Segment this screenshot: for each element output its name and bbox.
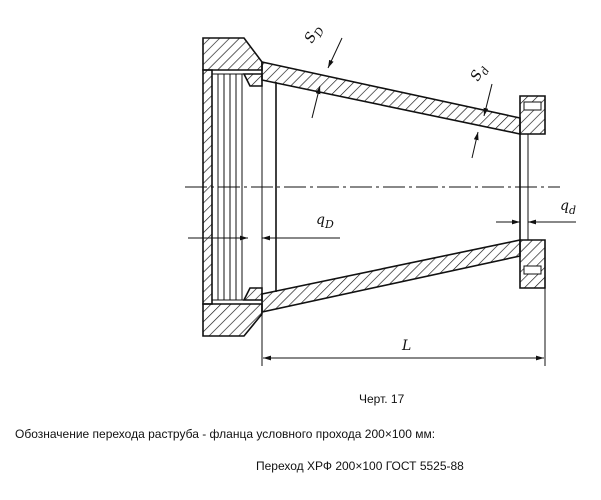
socket-wall-bottom (202, 303, 263, 337)
example-text: Переход ХРФ 200 (256, 459, 356, 473)
s-big-label: SD (302, 22, 328, 48)
socket-throat-top (242, 73, 263, 87)
s-small-leader-bottom (471, 131, 479, 159)
q-small-label: qd (560, 198, 576, 217)
cone-wall-bottom (261, 239, 521, 313)
s-big-leader-top (327, 37, 343, 69)
bolt-hole-bottom (523, 265, 542, 275)
socket-throat-bottom (242, 287, 263, 301)
s-big-leader-bottom (311, 85, 321, 119)
bolt-hole-top (523, 101, 542, 111)
socket-wall-top (202, 37, 263, 71)
reducer-drawing: SD Sd qD qd L (185, 22, 576, 366)
figure-caption: Черт. 17 (359, 392, 405, 406)
s-small-label: Sd (468, 62, 493, 86)
length-label: L (401, 338, 411, 354)
s-small-leader-top (483, 83, 493, 117)
example-line: Переход ХРФ 200×100 ГОСТ 5525-88 (256, 459, 464, 473)
q-big-label: qD (316, 212, 334, 231)
times-sign: × (384, 427, 392, 441)
designation-tail: 100 мм: (391, 427, 436, 441)
designation-text: Обозначение перехода раструба - фланца у… (15, 427, 385, 441)
flange-bottom (519, 239, 546, 289)
designation-line: Обозначение перехода раструба - фланца у… (15, 427, 435, 441)
socket-inner-band (202, 69, 213, 305)
example-times-sign: × (355, 459, 363, 473)
example-tail: 100 ГОСТ 5525-88 (362, 459, 464, 473)
